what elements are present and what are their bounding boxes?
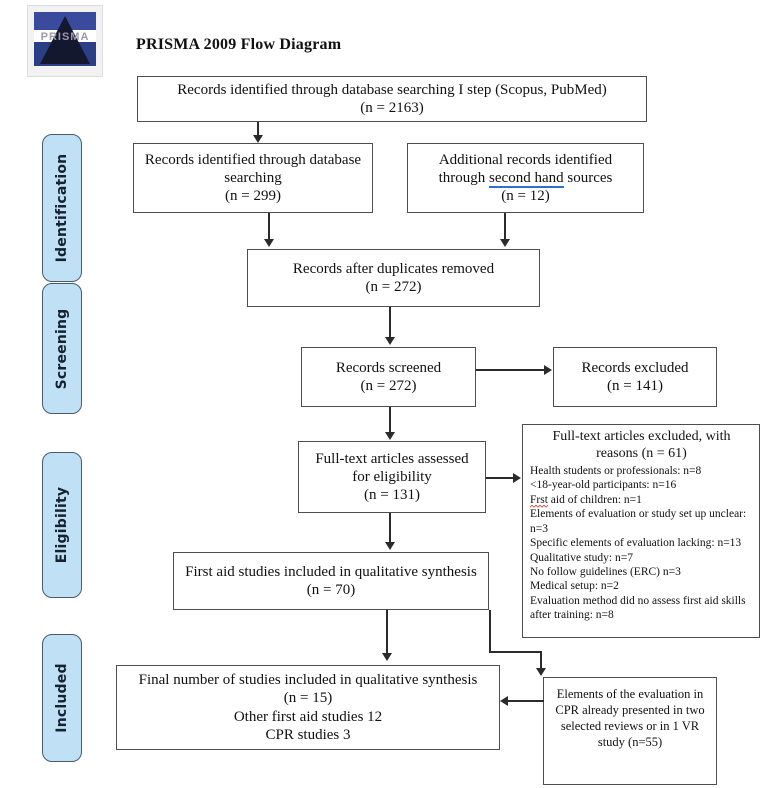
box-final-line1: Final number of studies included in qual… <box>138 671 478 688</box>
box-cpr-line2: CPR already presented in two <box>555 703 705 717</box>
reason-item: Qualitative study: n=7 <box>530 551 633 564</box>
box-records-identified-step1: Records identified through database sear… <box>137 76 647 122</box>
arrow-elbow-to-cpr <box>536 668 546 676</box>
arrow-screened-to-excluded <box>544 365 552 375</box>
box-excluded-line1: Records excluded <box>581 359 689 376</box>
box-fulltext-line2: for eligibility <box>352 468 432 485</box>
stage-bar-screening: Screening <box>42 283 82 414</box>
arrow-screened-to-fulltext <box>385 432 395 440</box>
connector-screened-to-excluded <box>476 369 545 371</box>
connector-screened-to-fulltext <box>389 407 391 433</box>
reason-item: <18-year-old participants: n=16 <box>530 479 677 492</box>
connector-firstaid-elbow-horizontal <box>489 651 541 653</box>
box-records-excluded: Records excluded (n = 141) <box>553 347 717 407</box>
box-final-studies-included: Final number of studies included in qual… <box>116 665 500 750</box>
prisma-logo-wordmark: PRISMA <box>40 31 90 44</box>
box-additional-line2-pre: through <box>438 169 490 186</box>
box-final-count: (n = 15) <box>283 690 333 707</box>
arrow-fulltext-to-firstaid <box>385 542 395 550</box>
reason-item: No follow guidelines (ERC) n=3 <box>530 565 681 578</box>
reasons-heading-line2: reasons (n = 61) <box>596 445 687 461</box>
stage-label-eligibility: Eligibility <box>54 486 70 564</box>
stage-bar-identification: Identification <box>42 134 82 282</box>
prisma-logo-graphic: PRISMA <box>34 12 96 66</box>
box-additional-line2-post: sources <box>563 169 613 186</box>
reasons-list: Health students or professionals: n=8 <1… <box>530 464 753 623</box>
box-cpr-line3: selected reviews or in 1 VR <box>560 719 700 733</box>
stage-bar-eligibility: Eligibility <box>42 452 82 598</box>
box-cpr-line1: Elements of the evaluation in <box>556 687 704 701</box>
arrow-fulltext-to-reasons <box>513 473 521 483</box>
connector-firstaid-to-final <box>386 610 388 654</box>
reasons-heading: Full-text articles excluded, with reason… <box>530 429 753 463</box>
box-final-line3: Other first aid studies 12 <box>233 708 383 725</box>
box-db-i-count: (n = 2163) <box>360 100 424 116</box>
box-db-2-line2: searching <box>224 169 282 186</box>
box-db-i-line1: Records identified through database sear… <box>177 81 607 98</box>
connector-duplicates-to-screened <box>389 307 391 338</box>
reason-item: Specific elements of evaluation lacking:… <box>530 537 742 550</box>
connector-fulltext-to-reasons <box>486 477 514 479</box>
box-additional-count: (n = 12) <box>501 188 550 205</box>
connector-fulltext-to-firstaid <box>389 513 391 543</box>
box-cpr-line4: study (n=55) <box>597 735 663 749</box>
reason-item: Medical setup: n=2 <box>530 580 619 593</box>
box-final-line4: CPR studies 3 <box>265 726 351 743</box>
box-screened-line1: Records screened <box>335 359 442 376</box>
box-records-screened: Records screened (n = 272) <box>301 347 476 407</box>
box-cpr-elements-excluded: Elements of the evaluation in CPR alread… <box>543 677 717 785</box>
box-firstaid-studies-included: First aid studies included in qualitativ… <box>173 552 489 610</box>
box-dupes-count: (n = 272) <box>365 279 422 295</box>
stage-label-identification: Identification <box>54 153 70 263</box>
stage-label-screening: Screening <box>54 308 70 389</box>
spellcheck-flagged-frst: Frst <box>530 493 548 506</box>
arrow-additional-to-duplicates <box>500 239 510 247</box>
box-firstaid-count: (n = 70) <box>306 582 356 598</box>
reason-item-rest: aid of children: n=1 <box>547 493 642 506</box>
arrow-step1-to-database <box>253 135 263 143</box>
box-fulltext-assessed: Full-text articles assessed for eligibil… <box>298 441 486 513</box>
reason-item: Evaluation method did no assess first ai… <box>530 594 746 622</box>
box-dupes-line1: Records after duplicates removed <box>292 260 495 277</box>
connector-additional-to-duplicates <box>504 213 506 240</box>
box-firstaid-line1: First aid studies included in qualitativ… <box>185 563 477 580</box>
connector-database-to-duplicates <box>268 213 270 240</box>
reasons-heading-line1: Full-text articles excluded, with <box>552 429 731 444</box>
box-fulltext-excluded-reasons: Full-text articles excluded, with reason… <box>522 424 760 638</box>
arrow-database-to-duplicates <box>264 239 274 247</box>
box-records-identified-database: Records identified through database sear… <box>133 143 373 213</box>
stage-label-included: Included <box>54 663 70 733</box>
page-title: PRISMA 2009 Flow Diagram <box>136 36 342 53</box>
arrow-cpr-to-final <box>500 696 508 706</box>
box-db-2-line1: Records identified through database <box>144 151 362 168</box>
prisma-logo-triangle-icon <box>40 16 90 64</box>
box-screened-count: (n = 272) <box>360 378 417 394</box>
box-fulltext-count: (n = 131) <box>364 487 420 504</box>
box-additional-line2: through second hand sources <box>414 169 637 188</box>
connector-elbow-to-cpr-vertical <box>540 651 542 670</box>
stage-bar-included: Included <box>42 634 82 762</box>
box-additional-line1: Additional records identified <box>438 151 613 168</box>
box-db-2-count: (n = 299) <box>225 188 281 205</box>
arrow-firstaid-to-final <box>382 653 392 661</box>
connector-step1-to-database <box>257 122 259 136</box>
arrow-duplicates-to-screened <box>385 337 395 345</box>
spellcheck-flagged-second-hand: second hand <box>489 169 564 188</box>
box-excluded-count: (n = 141) <box>607 378 663 394</box>
prisma-logo-icon: PRISMA <box>28 6 102 76</box>
reason-item: Elements of evaluation or study set up u… <box>530 508 747 535</box>
reason-item: Frst aid of children: n=1 <box>530 493 753 507</box>
box-fulltext-line1: Full-text articles assessed <box>315 450 469 467</box>
box-additional-records: Additional records identified through se… <box>407 143 644 213</box>
box-records-after-duplicates-removed: Records after duplicates removed (n = 27… <box>247 249 540 307</box>
reason-item: Health students or professionals: n=8 <box>530 464 702 477</box>
connector-cpr-to-final <box>508 700 544 702</box>
connector-firstaid-elbow-vertical <box>489 610 491 652</box>
